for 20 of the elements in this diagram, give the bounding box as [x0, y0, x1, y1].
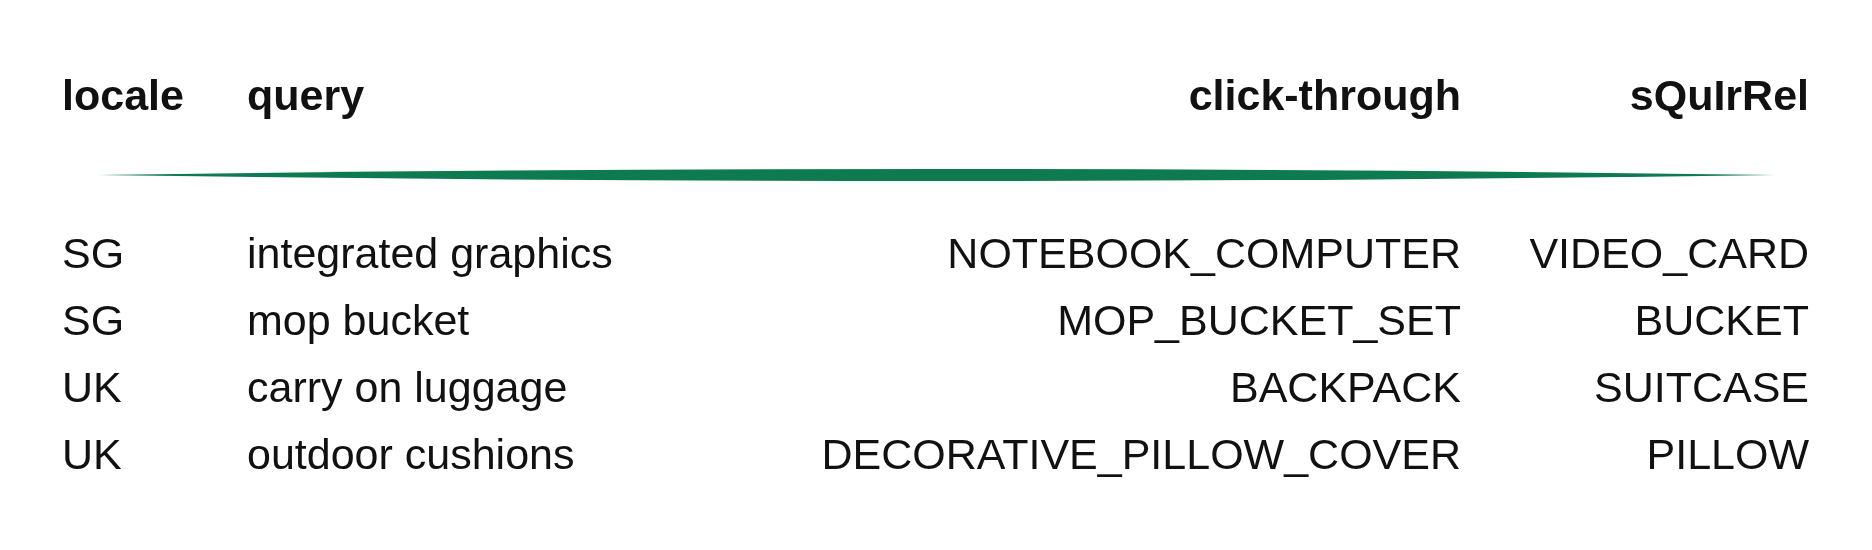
locale-cell: SG [62, 295, 125, 345]
column-header: locale [62, 70, 184, 120]
model-cell: VIDEO_CARD [1529, 228, 1809, 278]
column-header: sQuIrRel [1629, 70, 1809, 120]
query-cell: outdoor cushions [247, 429, 575, 479]
locale-cell: SG [62, 228, 125, 278]
locale-cell: UK [62, 429, 122, 479]
column-header: query [247, 70, 365, 120]
model-cell: PILLOW [1646, 429, 1809, 479]
query-cell: mop bucket [247, 295, 470, 345]
query-cell: carry on luggage [247, 362, 568, 412]
query-cell: integrated graphics [247, 228, 613, 278]
click-through-cell: DECORATIVE_PILLOW_COVER [821, 429, 1461, 479]
column-header: click-through [1188, 70, 1461, 120]
click-through-cell: MOP_BUCKET_SET [1057, 295, 1461, 345]
model-cell: SUITCASE [1593, 362, 1809, 412]
click-through-cell: BACKPACK [1230, 362, 1461, 412]
model-cell: BUCKET [1634, 295, 1809, 345]
locale-cell: UK [62, 362, 122, 412]
click-through-cell: NOTEBOOK_COMPUTER [947, 228, 1461, 278]
